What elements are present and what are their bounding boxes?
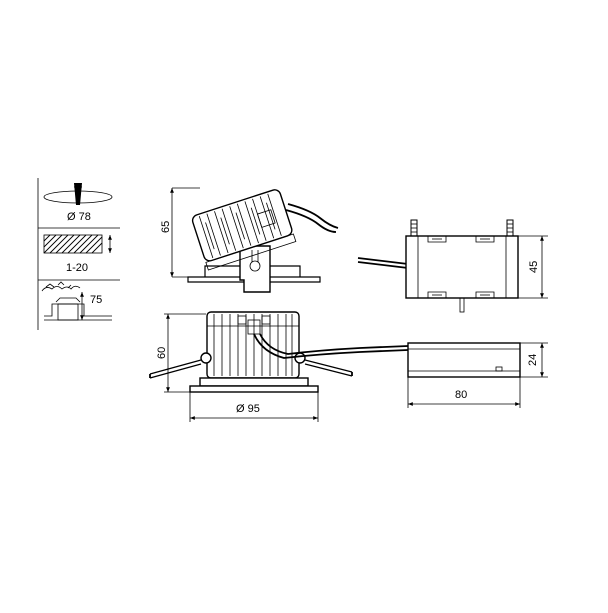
- driver-side-height-dimension: 45: [528, 261, 540, 273]
- ceiling-thickness-icon: [43, 234, 112, 254]
- recess-depth-label: 75: [90, 294, 102, 306]
- tilted-height-dimension: 65: [160, 221, 172, 233]
- ceiling-thickness-label: 1-20: [66, 262, 88, 274]
- cutout-icon: [43, 183, 113, 205]
- driver-side-view: 45: [357, 219, 548, 313]
- tilted-spot-view: 65: [160, 187, 339, 293]
- spot-diameter-dimension: Ø 95: [236, 403, 260, 415]
- specs-panel: Ø 78 1-20: [37, 178, 120, 330]
- cutout-diameter-label: Ø 78: [67, 211, 91, 223]
- spot-front-view: 60: [149, 311, 409, 422]
- driver-length-dimension: 80: [455, 389, 467, 401]
- driver-height-dimension: 24: [527, 354, 539, 366]
- driver-top-view: 24 80: [407, 342, 548, 408]
- recess-depth-icon: [41, 281, 112, 321]
- spot-height-dimension: 60: [156, 347, 168, 359]
